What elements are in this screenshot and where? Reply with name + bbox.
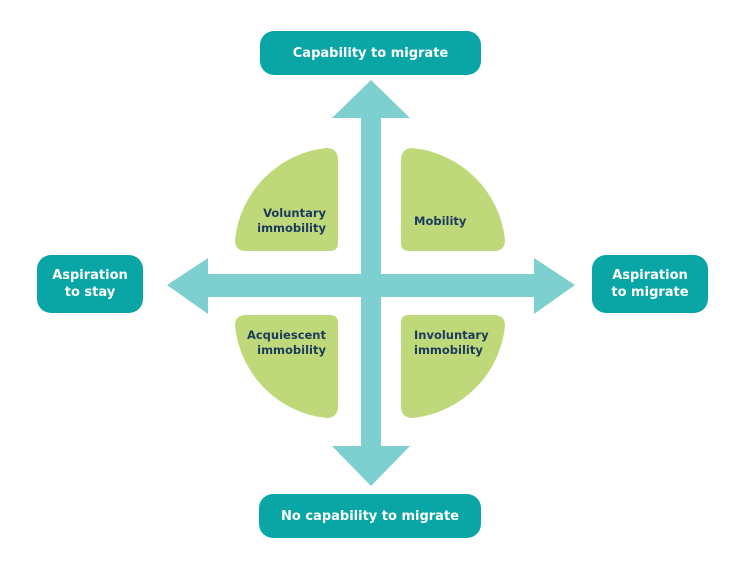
quadrant-shape-bottom-left — [235, 315, 338, 418]
axis-label-top: Capability to migrate — [292, 45, 449, 61]
axis-label-right-line1: Aspiration — [612, 268, 688, 283]
axis-label-bottom: No capability to migrate — [281, 508, 459, 524]
quadrant-label-top-left-line1: Voluntary — [263, 206, 326, 220]
axis-box-bottom: No capability to migrate — [259, 494, 481, 538]
quadrant-label-bottom-right-line2: immobility — [414, 343, 483, 357]
axis-label-left-line2: to stay — [64, 285, 116, 300]
axis-box-left: Aspiration to stay — [37, 255, 143, 313]
arrow-horizontal — [167, 258, 575, 314]
quadrant-label-top-right-line1: Mobility — [414, 214, 467, 228]
axis-label-left-line1: Aspiration — [52, 268, 128, 283]
quadrant-label-bottom-left: Acquiescent immobility — [244, 328, 326, 358]
axis-label-right-line2: to migrate — [611, 285, 689, 300]
quadrant-shape-top-right — [401, 148, 505, 251]
quadrant-shape-top-left — [235, 148, 338, 251]
quadrant-label-top-right: Mobility — [414, 214, 494, 229]
quadrant-label-bottom-left-line2: immobility — [257, 343, 326, 357]
quadrant-label-top-left-line2: immobility — [257, 221, 326, 235]
axis-box-top: Capability to migrate — [260, 31, 481, 75]
quadrant-label-bottom-right-line1: Involuntary — [414, 328, 489, 342]
quadrant-label-bottom-left-line1: Acquiescent — [246, 328, 326, 342]
axis-box-right: Aspiration to migrate — [592, 255, 708, 313]
quadrant-label-top-left: Voluntary immobility — [252, 206, 326, 236]
quadrant-label-bottom-right: Involuntary immobility — [414, 328, 499, 358]
quadrant-shape-bottom-right — [401, 315, 505, 418]
